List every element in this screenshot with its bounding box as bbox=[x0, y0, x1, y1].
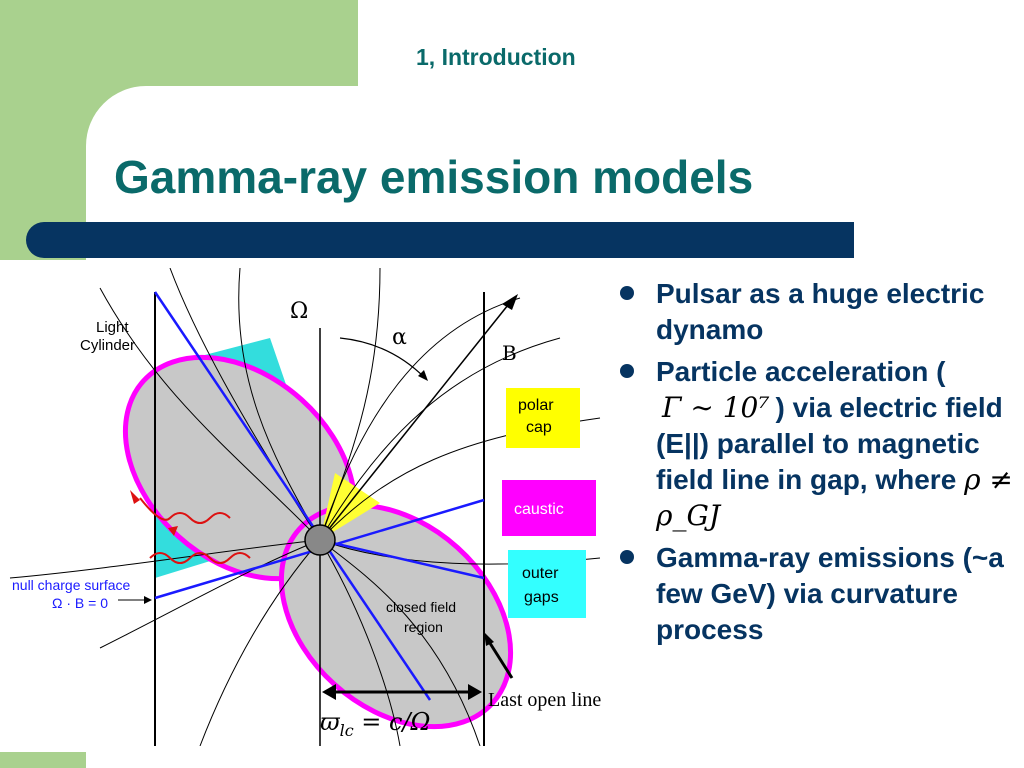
bullet-dot bbox=[620, 286, 634, 300]
bullet-text: Particle acceleration ( bbox=[656, 356, 946, 387]
legend-outer-gaps bbox=[508, 550, 586, 618]
b-label: B bbox=[502, 341, 517, 365]
title-underline-bar bbox=[26, 222, 854, 258]
bullet-item: Gamma-ray emissions (~a few GeV) via cur… bbox=[618, 540, 1014, 648]
omega-label: Ω bbox=[290, 299, 308, 324]
polar-cap-fan bbox=[320, 473, 380, 540]
alpha-label: α bbox=[392, 325, 407, 350]
section-label: 1, Introduction bbox=[416, 44, 576, 70]
bullet-item: Particle acceleration ( Γ ∼ 10⁷) via elec… bbox=[618, 354, 1014, 534]
rho-formula: ρ ≠ ρ_GJ bbox=[656, 463, 1013, 532]
bullet-text: ) via electric field (E||) parallel to m… bbox=[656, 392, 1003, 495]
bullet-dot bbox=[620, 550, 634, 564]
null-charge-label: null charge surface bbox=[12, 577, 131, 593]
bullet-text: Gamma-ray emissions (~a few GeV) via cur… bbox=[656, 542, 1004, 645]
lc-formula: ϖlc = c/Ω bbox=[320, 708, 430, 740]
green-side-strip bbox=[0, 0, 86, 260]
bullet-list: Pulsar as a huge electric dynamo Particl… bbox=[618, 276, 1014, 654]
green-bottom-strip bbox=[0, 752, 86, 768]
legend-polar-cap bbox=[506, 388, 580, 448]
closed-field-lobe-lower bbox=[278, 502, 514, 730]
bullet-dot bbox=[620, 364, 634, 378]
null-charge-eq: Ω · B = 0 bbox=[52, 595, 108, 611]
bullet-item: Pulsar as a huge electric dynamo bbox=[618, 276, 1014, 348]
neutron-star bbox=[304, 524, 336, 556]
slide-title: Gamma-ray emission models bbox=[114, 151, 754, 203]
legend-caustic bbox=[502, 480, 596, 536]
last-open-line-label: Last open line bbox=[488, 689, 601, 711]
svg-text:caustic: caustic bbox=[514, 501, 564, 518]
gamma-formula: Γ ∼ 10⁷ bbox=[662, 391, 770, 424]
bullet-text: Pulsar as a huge electric dynamo bbox=[656, 278, 985, 345]
